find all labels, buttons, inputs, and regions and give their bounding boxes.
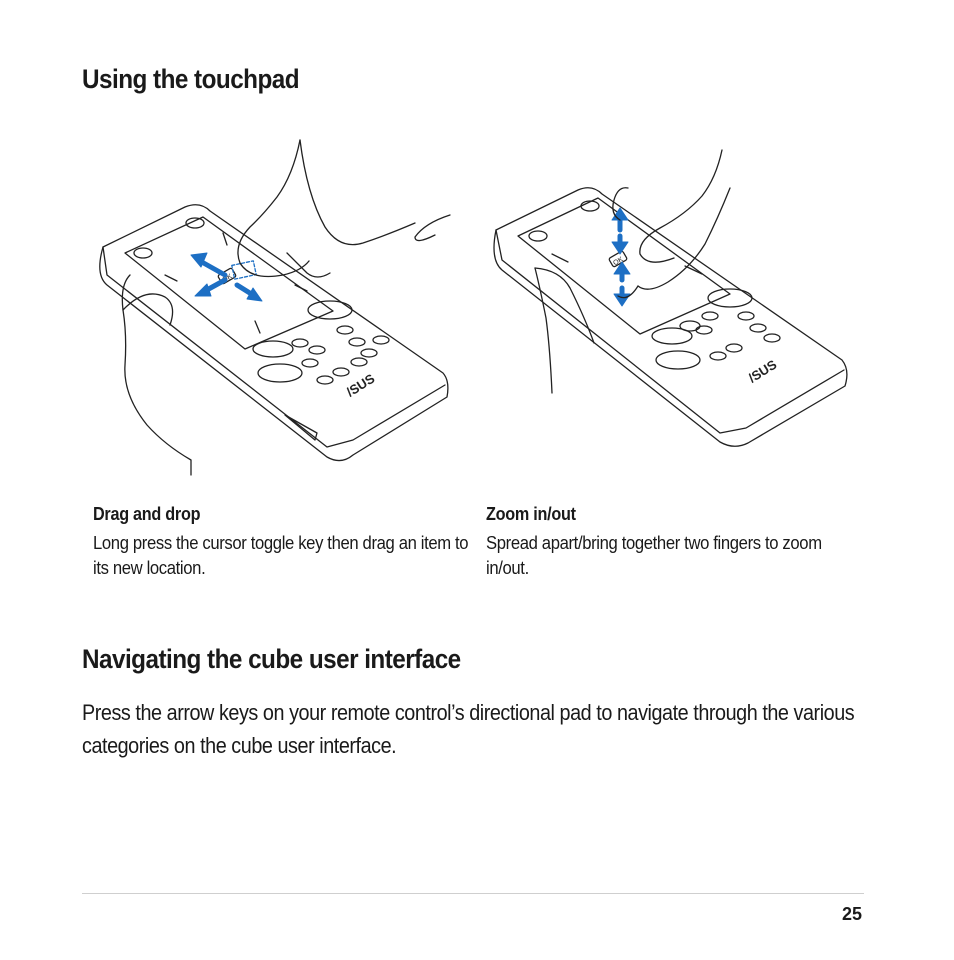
ok-key-label-2: OK [612, 256, 625, 267]
zoom-illustration: /SUS OK [493, 149, 848, 447]
ok-key-label: OK [221, 273, 234, 284]
drag-and-drop-illustration: /SUS OK [99, 139, 451, 476]
zoom-arrows [611, 207, 631, 307]
caption-zoom: Zoom in/out Spread apart/bring together … [486, 503, 866, 580]
section-title-cube: Navigating the cube user interface [82, 644, 461, 674]
section-title-touchpad: Using the touchpad [82, 64, 300, 94]
page-number: 25 [841, 904, 862, 924]
caption-text-drag-and-drop: Long press the cursor toggle key then dr… [93, 531, 469, 578]
footer-divider [82, 893, 864, 894]
drag-arrows [190, 252, 263, 302]
caption-title-drag-and-drop: Drag and drop [93, 504, 201, 524]
caption-title-zoom: Zoom in/out [486, 504, 576, 524]
cube-paragraph: Press the arrow keys on your remote cont… [82, 700, 855, 758]
caption-drag-and-drop: Drag and drop Long press the cursor togg… [93, 503, 473, 580]
caption-text-zoom: Spread apart/bring together two fingers … [486, 531, 822, 578]
